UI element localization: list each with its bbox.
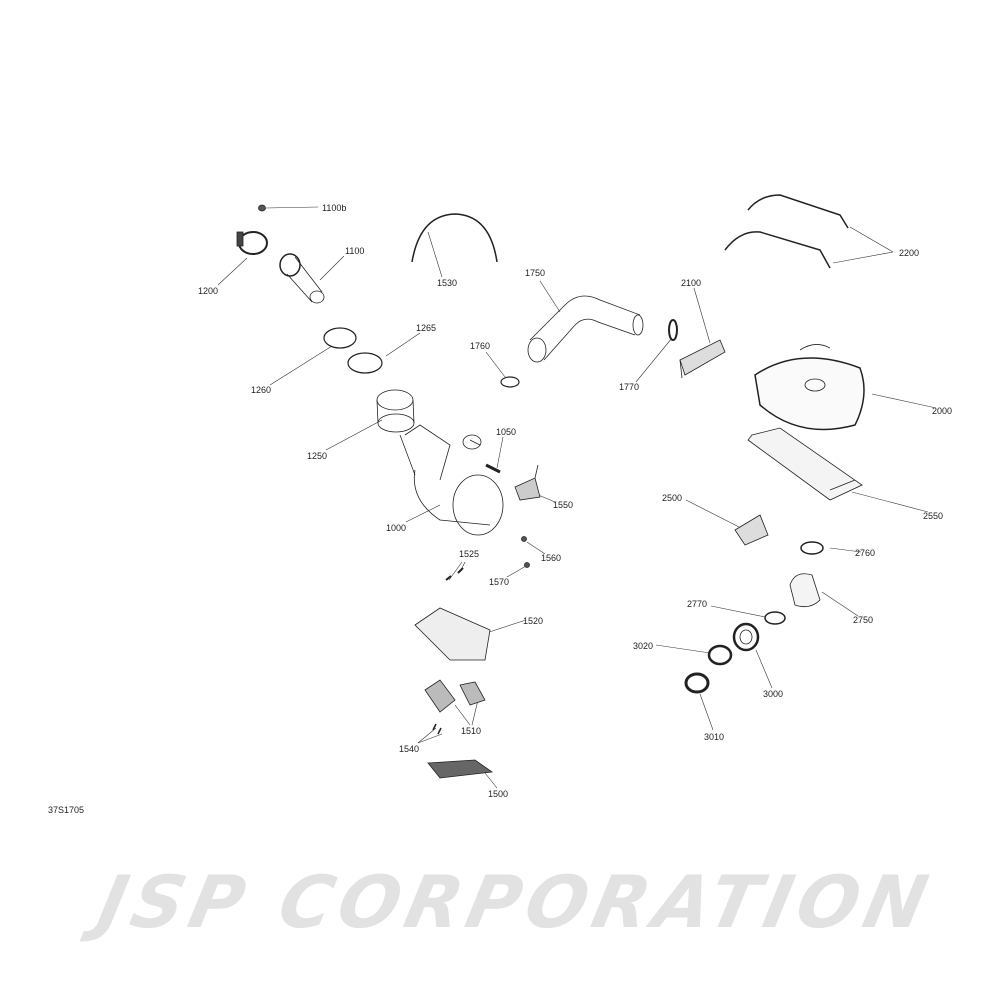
callout-1560: 1560 bbox=[541, 553, 562, 563]
callout-1100b: 1100b bbox=[322, 203, 347, 213]
part-1265-clamp bbox=[347, 352, 383, 374]
part-1100b-nut bbox=[258, 204, 266, 212]
callout-1200: 1200 bbox=[198, 286, 219, 296]
callout-3000: 3000 bbox=[763, 689, 784, 699]
callout-1000: 1000 bbox=[386, 523, 407, 533]
part-1250-sleeve bbox=[376, 389, 415, 433]
leader-lines bbox=[217, 206, 937, 789]
callout-1250: 1250 bbox=[307, 451, 328, 461]
part-2750-elbow bbox=[789, 573, 821, 608]
callout-1540: 1540 bbox=[399, 744, 420, 754]
callout-2760: 2760 bbox=[855, 548, 876, 558]
callout-1510: 1510 bbox=[461, 726, 482, 736]
callout-2200: 2200 bbox=[899, 248, 920, 258]
callout-2770: 2770 bbox=[687, 599, 708, 609]
part-1100-pipe bbox=[279, 253, 325, 304]
callout-1760: 1760 bbox=[470, 341, 491, 351]
callout-3020: 3020 bbox=[633, 641, 654, 651]
part-1550-bracket bbox=[514, 464, 541, 501]
callout-2000: 2000 bbox=[932, 406, 953, 416]
part-2000-airbox bbox=[754, 344, 865, 431]
part-1760-clamp bbox=[500, 376, 520, 388]
callout-2750: 2750 bbox=[853, 615, 874, 625]
callout-1525: 1525 bbox=[459, 549, 480, 559]
part-2550-filter bbox=[747, 427, 863, 501]
callout-1050: 1050 bbox=[496, 427, 517, 437]
part-3010-ring bbox=[684, 672, 710, 694]
part-2770-clamp bbox=[764, 611, 786, 625]
reference-code: 37S1705 bbox=[48, 805, 85, 815]
part-2500-bracket bbox=[734, 514, 769, 546]
part-1200-clamp bbox=[236, 231, 268, 255]
part-3000-adapter bbox=[732, 622, 760, 652]
part-2200-straps bbox=[724, 194, 849, 269]
callout-1260: 1260 bbox=[251, 385, 272, 395]
callout-2100: 2100 bbox=[681, 278, 702, 288]
part-1520-heatshield bbox=[414, 607, 491, 661]
part-1500-heatshield bbox=[427, 759, 494, 779]
callout-2500: 2500 bbox=[662, 493, 683, 503]
callout-1570: 1570 bbox=[489, 577, 510, 587]
callout-1520: 1520 bbox=[523, 616, 544, 626]
part-1000-muffler bbox=[399, 424, 504, 536]
part-1260-clamp bbox=[323, 327, 357, 349]
part-1770-ring bbox=[668, 319, 678, 341]
callout-1550: 1550 bbox=[553, 500, 574, 510]
callout-1750: 1750 bbox=[525, 268, 546, 278]
part-1530-strap bbox=[411, 213, 498, 263]
callout-2550: 2550 bbox=[923, 511, 944, 521]
callout-1100: 1100 bbox=[345, 246, 365, 256]
part-1570-nut bbox=[524, 562, 530, 568]
part-3020-ring bbox=[707, 644, 733, 666]
callout-1500: 1500 bbox=[488, 789, 509, 799]
part-1510-shields bbox=[424, 679, 486, 713]
part-1540-clips bbox=[432, 723, 442, 735]
callout-3010: 3010 bbox=[704, 732, 725, 742]
callout-1770: 1770 bbox=[619, 382, 640, 392]
callout-1530: 1530 bbox=[437, 278, 458, 288]
part-1750-pipe bbox=[527, 295, 644, 363]
part-2760-clamp bbox=[800, 541, 824, 555]
part-1560-nut bbox=[521, 536, 527, 542]
part-2100-bracket bbox=[679, 339, 726, 379]
part-1525-bolts bbox=[445, 567, 464, 581]
part-1050-sensor bbox=[485, 463, 501, 474]
callout-1265: 1265 bbox=[416, 323, 437, 333]
